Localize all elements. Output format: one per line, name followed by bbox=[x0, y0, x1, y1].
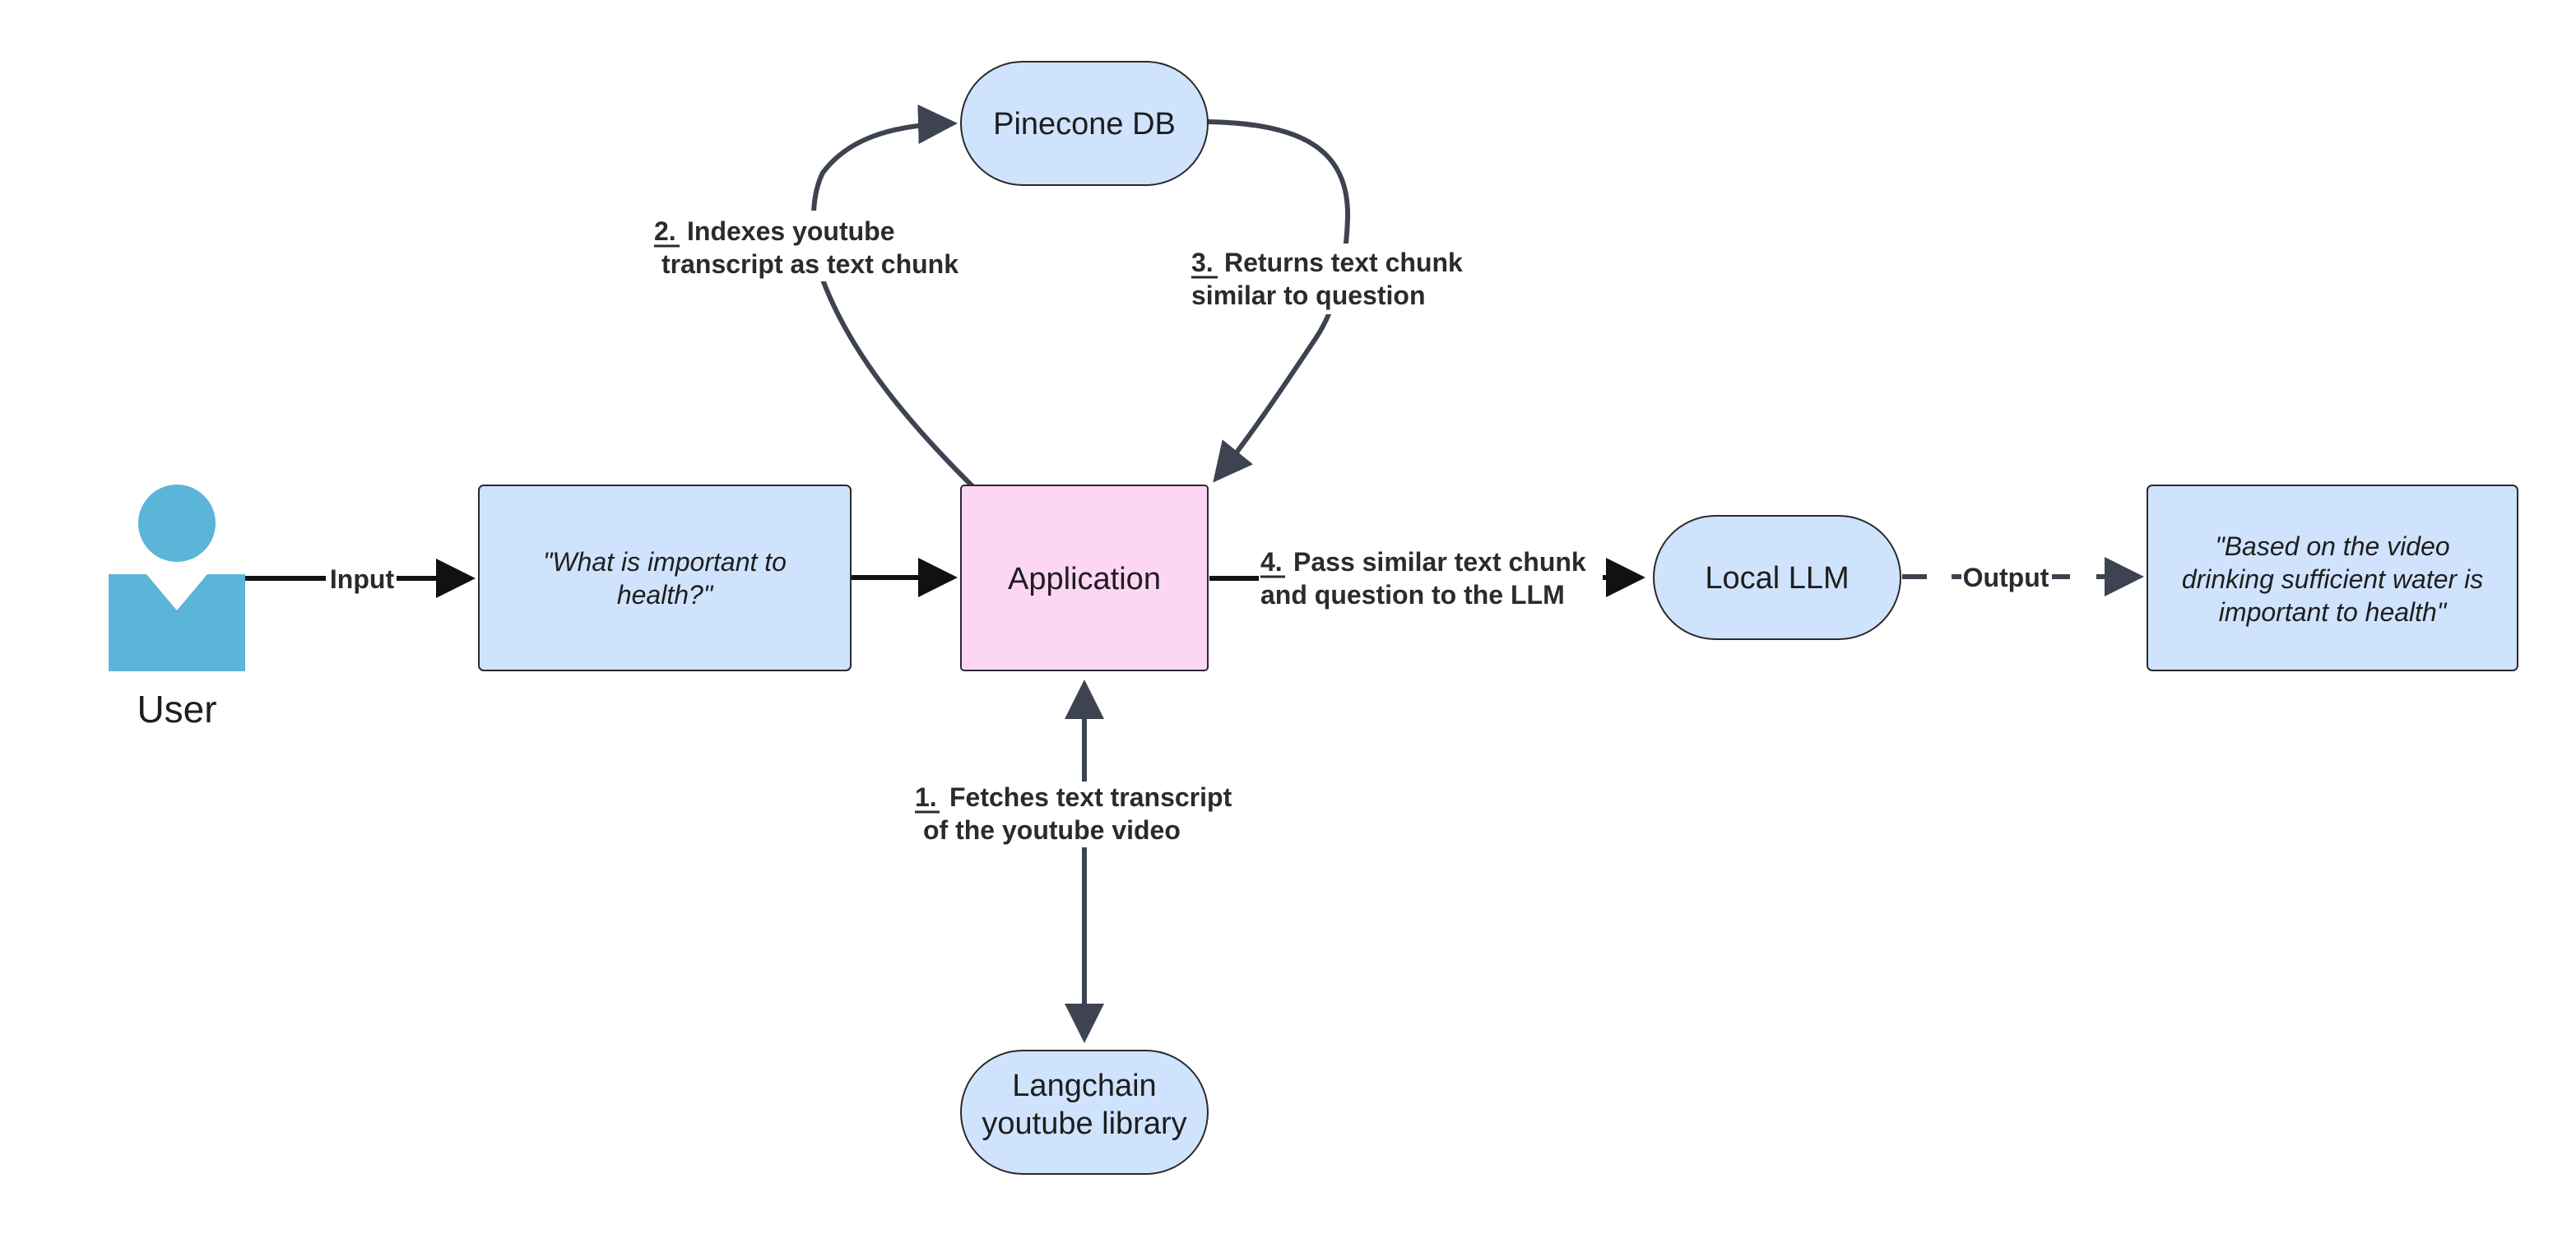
query-box: "What is important to health?" bbox=[478, 485, 852, 671]
step2-number: 2. bbox=[654, 216, 676, 246]
step4-text-line2: and question to the LLM bbox=[1260, 580, 1565, 610]
step1-text-line2: of the youtube video bbox=[923, 815, 1181, 845]
query-text-line2: health?" bbox=[617, 580, 714, 610]
step3-label: 3. Returns text chunk similar to questio… bbox=[1186, 244, 1491, 314]
answer-text-line3: important to health" bbox=[2219, 597, 2448, 627]
application-box: Application bbox=[960, 485, 1209, 671]
step4-number: 4. bbox=[1260, 547, 1283, 577]
user-label: User bbox=[137, 688, 216, 731]
step2-arrow bbox=[810, 104, 976, 489]
application-label: Application bbox=[1008, 562, 1161, 596]
local-llm-label: Local LLM bbox=[1705, 561, 1849, 596]
langchain-node: Langchain youtube library bbox=[960, 1050, 1209, 1175]
query-text-line1: "What is important to bbox=[543, 547, 787, 577]
answer-text-line1: "Based on the video bbox=[2215, 531, 2449, 561]
output-edge-label: Output bbox=[1963, 563, 2049, 592]
langchain-label-line1: Langchain bbox=[1012, 1069, 1156, 1103]
step2-text-line2: transcript as text chunk bbox=[661, 249, 958, 279]
answer-box: "Based on the video drinking sufficient … bbox=[2147, 485, 2518, 671]
step4-label: 4. Pass similar text chunk and question … bbox=[1260, 547, 1586, 610]
pinecone-db-node: Pinecone DB bbox=[960, 61, 1209, 186]
local-llm-node: Local LLM bbox=[1653, 515, 1901, 640]
input-edge-label: Input bbox=[330, 564, 395, 594]
step1-text-line1: Fetches text transcript bbox=[949, 782, 1232, 812]
step3-number: 3. bbox=[1191, 248, 1214, 277]
answer-text-line2: drinking sufficient water is bbox=[2182, 564, 2483, 594]
user-icon bbox=[109, 485, 245, 671]
step3-text-line2: similar to question bbox=[1191, 281, 1425, 310]
langchain-label-line2: youtube library bbox=[982, 1106, 1186, 1141]
pinecone-db-label: Pinecone DB bbox=[993, 107, 1176, 141]
step2-label: 2. Indexes youtube transcript as text ch… bbox=[650, 211, 987, 281]
step4-text-line1: Pass similar text chunk bbox=[1293, 547, 1586, 577]
step1-number: 1. bbox=[915, 782, 937, 812]
step1-label: 1. Fetches text transcript of the youtub… bbox=[913, 782, 1259, 847]
step3-text-line1: Returns text chunk bbox=[1224, 248, 1463, 277]
step2-text-line1: Indexes youtube bbox=[687, 216, 895, 246]
